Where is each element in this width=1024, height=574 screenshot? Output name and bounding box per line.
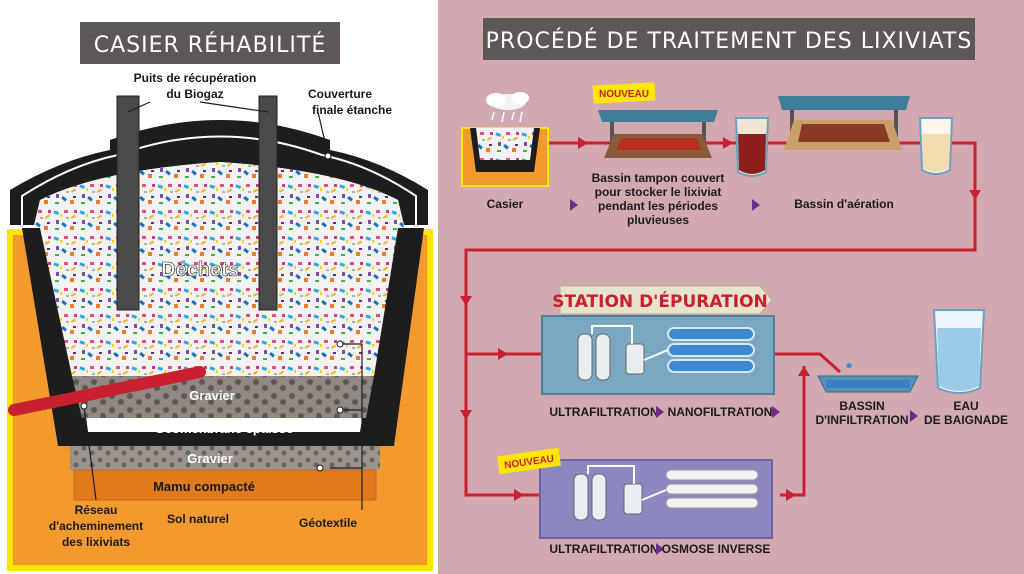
bassin-aeration-icon — [778, 96, 910, 150]
gravel-bottom-layer — [70, 446, 380, 470]
label-ultrafiltration-1: ULTRAFILTRATION — [549, 405, 658, 419]
label-mamu: Mamu compacté — [153, 479, 255, 494]
casier-icon — [461, 92, 549, 187]
label-bassin-infiltration-l1: BASSIN — [839, 399, 884, 413]
label-puits-l2: du Biogaz — [166, 87, 223, 101]
label-puits-l1: Puits de récupération — [134, 71, 257, 85]
label-geomembrane: Géomenbrane épaisse — [155, 421, 294, 436]
bassin-tampon-icon — [598, 110, 718, 158]
biogas-well-left — [116, 95, 140, 311]
compacted-mamu-layer — [73, 469, 377, 501]
label-osmose-inverse: OSMOSE INVERSE — [662, 542, 771, 556]
purple-arrow-1 — [570, 199, 578, 211]
right-title: PROCÉDÉ DE TRAITEMENT DES LIXIVIATS — [486, 28, 973, 54]
station-osmose — [539, 459, 773, 539]
badge-nouveau-1: NOUVEAU — [592, 82, 656, 104]
station-epuration: STATION D'ÉPURATION — [541, 285, 775, 395]
label-nanofiltration: NANOFILTRATION — [668, 405, 773, 419]
right-title-banner: PROCÉDÉ DE TRAITEMENT DES LIXIVIATS — [483, 18, 975, 60]
label-ultrafiltration-2: ULTRAFILTRATION — [549, 542, 658, 556]
beaker-clear-water-icon — [932, 309, 986, 394]
label-bassin-tampon-l1: Bassin tampon couvert — [592, 171, 725, 185]
label-bassin-aeration: Bassin d'aération — [794, 197, 894, 211]
leader-lines — [83, 101, 363, 510]
label-bassin-infiltration-l2: D'INFILTRATION — [815, 413, 908, 427]
purple-arrow-5 — [910, 410, 918, 422]
label-geotextile: Géotextile — [299, 516, 357, 530]
label-gravier-bottom: Gravier — [187, 451, 233, 466]
label-gravier-top: Gravier — [189, 388, 235, 403]
purple-arrow-6 — [656, 543, 664, 555]
label-casier: Casier — [487, 197, 524, 211]
waste-body — [40, 228, 398, 376]
label-reseau-l1: Réseau — [75, 503, 118, 517]
pipe-arrowheads — [460, 137, 981, 501]
purple-arrow-2 — [752, 199, 760, 211]
label-reseau-l3: des lixiviats — [62, 535, 130, 549]
cover-white-line — [21, 135, 417, 226]
leader-dots — [80, 152, 344, 472]
left-title: CASIER RÉHABILITÉ — [94, 32, 327, 58]
label-couverture-l2: finale étanche — [312, 103, 392, 117]
label-eau-l1: EAU — [953, 399, 978, 413]
bassin-infiltration-icon — [817, 363, 919, 393]
label-couverture-l1: Couverture — [308, 87, 372, 101]
purple-arrow-4 — [772, 406, 780, 418]
beaker-dark-icon — [734, 117, 770, 177]
label-dechets: Déchets — [161, 259, 239, 281]
left-title-banner: CASIER RÉHABILITÉ — [80, 22, 340, 64]
label-sol-naturel: Sol naturel — [167, 512, 229, 526]
label-bassin-tampon-l2: pour stocker le lixiviat — [595, 185, 722, 199]
beaker-light-icon — [918, 117, 954, 175]
svg-text:NOUVEAU: NOUVEAU — [599, 89, 649, 100]
purple-arrow-3 — [656, 406, 664, 418]
label-bassin-tampon-l3: pendant les périodes — [598, 199, 718, 213]
badge-nouveau-2: NOUVEAU — [497, 447, 561, 475]
label-eau-l2: DE BAIGNADE — [924, 413, 1008, 427]
station-title: STATION D'ÉPURATION — [552, 290, 768, 312]
final-cover — [10, 120, 428, 225]
biogas-well-right — [258, 95, 278, 311]
label-bassin-tampon-l4: pluvieuses — [627, 213, 689, 227]
label-reseau-l2: d'acheminement — [49, 519, 143, 533]
leachate-pipe — [8, 366, 206, 416]
